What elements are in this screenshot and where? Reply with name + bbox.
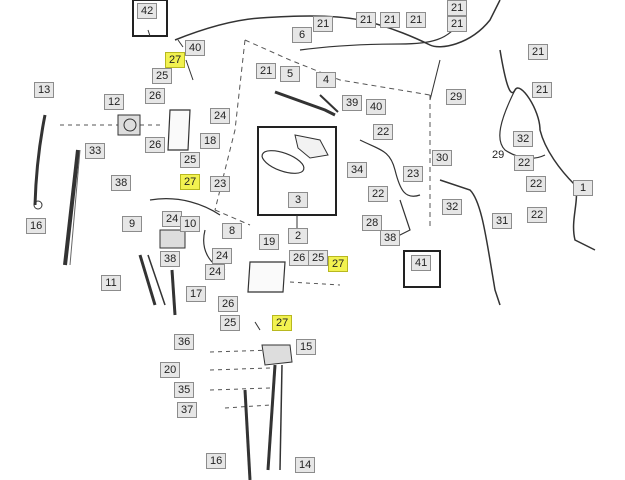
callout-22b[interactable]: 22 — [368, 186, 389, 202]
callout-26c[interactable]: 26 — [289, 250, 310, 266]
callout-30[interactable]: 30 — [432, 150, 453, 166]
callout-6[interactable]: 6 — [292, 27, 312, 43]
callout-38c[interactable]: 38 — [380, 230, 401, 246]
callout-21c[interactable]: 21 — [380, 12, 401, 28]
callout-21[interactable]: 21 — [313, 16, 334, 32]
callout-42[interactable]: 42 — [137, 3, 158, 19]
callout-40b[interactable]: 40 — [366, 99, 387, 115]
callout-29[interactable]: 29 — [446, 89, 467, 105]
callout-31[interactable]: 31 — [492, 213, 513, 229]
callout-21h[interactable]: 21 — [528, 44, 549, 60]
callout-35[interactable]: 35 — [174, 382, 195, 398]
callout-39[interactable]: 39 — [342, 95, 363, 111]
callout-24c[interactable]: 24 — [212, 248, 233, 264]
callout-18[interactable]: 18 — [200, 133, 221, 149]
callout-21e[interactable]: 21 — [447, 0, 468, 16]
callout-5[interactable]: 5 — [280, 66, 300, 82]
callout-1[interactable]: 1 — [573, 180, 593, 196]
callout-27c[interactable]: 27 — [328, 256, 349, 272]
callout-16[interactable]: 16 — [26, 218, 47, 234]
callout-28[interactable]: 28 — [362, 215, 383, 231]
callout-32[interactable]: 32 — [442, 199, 463, 215]
callout-38b[interactable]: 38 — [160, 251, 181, 267]
callout-27d[interactable]: 27 — [272, 315, 293, 331]
callout-3[interactable]: 3 — [288, 192, 308, 208]
callout-22d[interactable]: 22 — [526, 176, 547, 192]
callout-25d[interactable]: 25 — [220, 315, 241, 331]
callout-11[interactable]: 11 — [101, 275, 121, 291]
callout-21d[interactable]: 21 — [406, 12, 427, 28]
callout-38[interactable]: 38 — [111, 175, 132, 191]
callout-22e[interactable]: 22 — [527, 207, 548, 223]
callout-10[interactable]: 10 — [180, 216, 201, 232]
callout-15[interactable]: 15 — [296, 339, 317, 355]
callout-41[interactable]: 41 — [411, 255, 432, 271]
callout-26d[interactable]: 26 — [218, 296, 239, 312]
callout-27[interactable]: 27 — [165, 52, 186, 68]
callout-12[interactable]: 12 — [104, 94, 125, 110]
callout-34[interactable]: 34 — [347, 162, 368, 178]
callout-21b[interactable]: 21 — [356, 12, 377, 28]
label-29b: 29 — [492, 149, 505, 161]
callout-2[interactable]: 2 — [288, 228, 308, 244]
callout-23[interactable]: 23 — [210, 176, 231, 192]
callout-37[interactable]: 37 — [177, 402, 198, 418]
callout-24d[interactable]: 24 — [205, 264, 226, 280]
callout-22c[interactable]: 22 — [514, 155, 535, 171]
callout-19[interactable]: 19 — [259, 234, 280, 250]
callout-26b[interactable]: 26 — [145, 137, 166, 153]
callout-25b[interactable]: 25 — [180, 152, 201, 168]
callout-33[interactable]: 33 — [85, 143, 106, 159]
callout-20[interactable]: 20 — [160, 362, 181, 378]
callout-21f[interactable]: 21 — [447, 16, 468, 32]
callout-13[interactable]: 13 — [34, 82, 55, 98]
callout-36[interactable]: 36 — [174, 334, 195, 350]
callout-23b[interactable]: 23 — [403, 166, 424, 182]
callout-27b[interactable]: 27 — [180, 174, 201, 190]
callout-22[interactable]: 22 — [373, 124, 394, 140]
callout-40[interactable]: 40 — [185, 40, 206, 56]
callout-24[interactable]: 24 — [210, 108, 231, 124]
callout-9[interactable]: 9 — [122, 216, 142, 232]
callout-8[interactable]: 8 — [222, 223, 242, 239]
callout-21i[interactable]: 21 — [532, 82, 553, 98]
callout-25c[interactable]: 25 — [308, 250, 329, 266]
callout-14[interactable]: 14 — [295, 457, 316, 473]
callout-25[interactable]: 25 — [152, 68, 173, 84]
callout-16b[interactable]: 16 — [206, 453, 227, 469]
callout-4[interactable]: 4 — [316, 72, 336, 88]
callout-17[interactable]: 17 — [186, 286, 207, 302]
callout-21g[interactable]: 21 — [256, 63, 277, 79]
callout-32b[interactable]: 32 — [513, 131, 534, 147]
callout-26[interactable]: 26 — [145, 88, 166, 104]
